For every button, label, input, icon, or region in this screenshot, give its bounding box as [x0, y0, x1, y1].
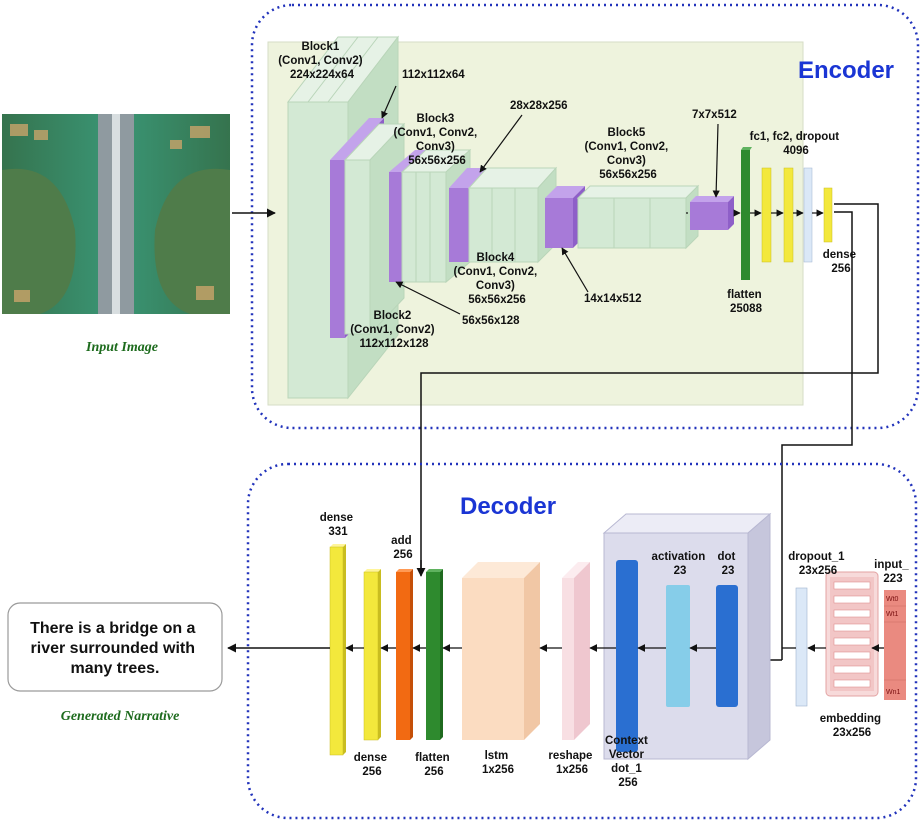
dot-layer — [716, 585, 738, 707]
input-tokens-layer: Wt0 Wt1 Wn1 — [884, 590, 906, 700]
pool5-size-label: 7x7x512 — [692, 109, 737, 121]
dense-331-label: dense 331 — [320, 512, 356, 538]
context-vector-label: Context Vector dot_1 256 — [605, 735, 651, 789]
context-vector-layer — [616, 560, 638, 752]
encoder-dense-label: dense 256 — [823, 249, 859, 275]
decoder-dropout-label: dropout_1 23x256 — [788, 551, 847, 577]
dot-label: dot 23 — [717, 551, 738, 577]
encoder-title: Encoder — [798, 57, 894, 84]
dense-256-label: dense 256 — [354, 752, 390, 778]
block5-label: Block5 (Conv1, Conv2, Conv3) 56x56x256 — [585, 127, 672, 181]
generated-narrative-box — [7, 602, 223, 692]
generated-narrative-text: There is a bridge on a river surrounded … — [30, 620, 200, 677]
token-wt0: Wt0 — [886, 596, 899, 603]
activation-label: activation 23 — [652, 551, 709, 577]
input-image — [2, 114, 230, 314]
pool5-layer — [690, 196, 734, 230]
pool4-size-label: 14x14x512 — [584, 293, 642, 305]
generated-narrative-caption: Generated Narrative — [61, 709, 180, 724]
dense-256-layer — [363, 569, 381, 741]
pool1-size-label: 112x112x64 — [402, 69, 465, 81]
block4-label: Block4 (Conv1, Conv2, Conv3) 56x56x256 — [454, 252, 541, 306]
encoder-flatten-layer — [741, 147, 752, 280]
block3-label: Block3 (Conv1, Conv2, Conv3) 56x56x256 — [394, 113, 481, 167]
decoder-title: Decoder — [460, 493, 556, 520]
block2-label: Block2 (Conv1, Conv2) 112x112x128 — [350, 310, 438, 350]
dense-331-layer — [329, 544, 346, 756]
fc2-layer — [783, 167, 794, 263]
token-wt1: Wt1 — [886, 611, 899, 618]
encoder-flatten-label: flatten 25088 — [727, 289, 765, 315]
reshape-label: reshape 1x256 — [548, 750, 595, 776]
block5-conv — [576, 184, 700, 250]
add-label: add 256 — [391, 535, 415, 561]
decoder-panel — [246, 462, 918, 820]
input-image-caption: Input Image — [85, 340, 158, 355]
reshape-layer — [562, 562, 590, 740]
lstm-label: lstm 1x256 — [482, 750, 514, 776]
encoder-dense-layer — [823, 187, 833, 243]
input-label: input_ 223 — [874, 559, 912, 585]
activation-layer — [666, 585, 690, 707]
decoder-flatten-layer — [426, 569, 443, 740]
encoder-to-add-connector — [420, 203, 879, 575]
pool2-size-label: 56x56x128 — [462, 315, 520, 327]
embedding-layer — [825, 571, 879, 697]
decoder-dropout-layer — [795, 587, 808, 707]
add-layer — [396, 569, 413, 740]
decoder-flatten-label: flatten 256 — [415, 752, 453, 778]
embedding-label: embedding 23x256 — [820, 713, 885, 739]
token-wn1: Wn1 — [886, 689, 901, 696]
block1-label: Block1 (Conv1, Conv2) 224x224x64 — [278, 41, 366, 81]
encoder-to-attention-connector — [781, 211, 853, 660]
fc-label: fc1, fc2, dropout 4096 — [750, 131, 843, 157]
lstm-layer — [462, 562, 540, 740]
block4-conv — [467, 166, 558, 264]
encoder-dropout-layer — [803, 167, 813, 263]
pool3-size-label: 28x28x256 — [510, 100, 568, 112]
fc1-layer — [761, 167, 772, 263]
